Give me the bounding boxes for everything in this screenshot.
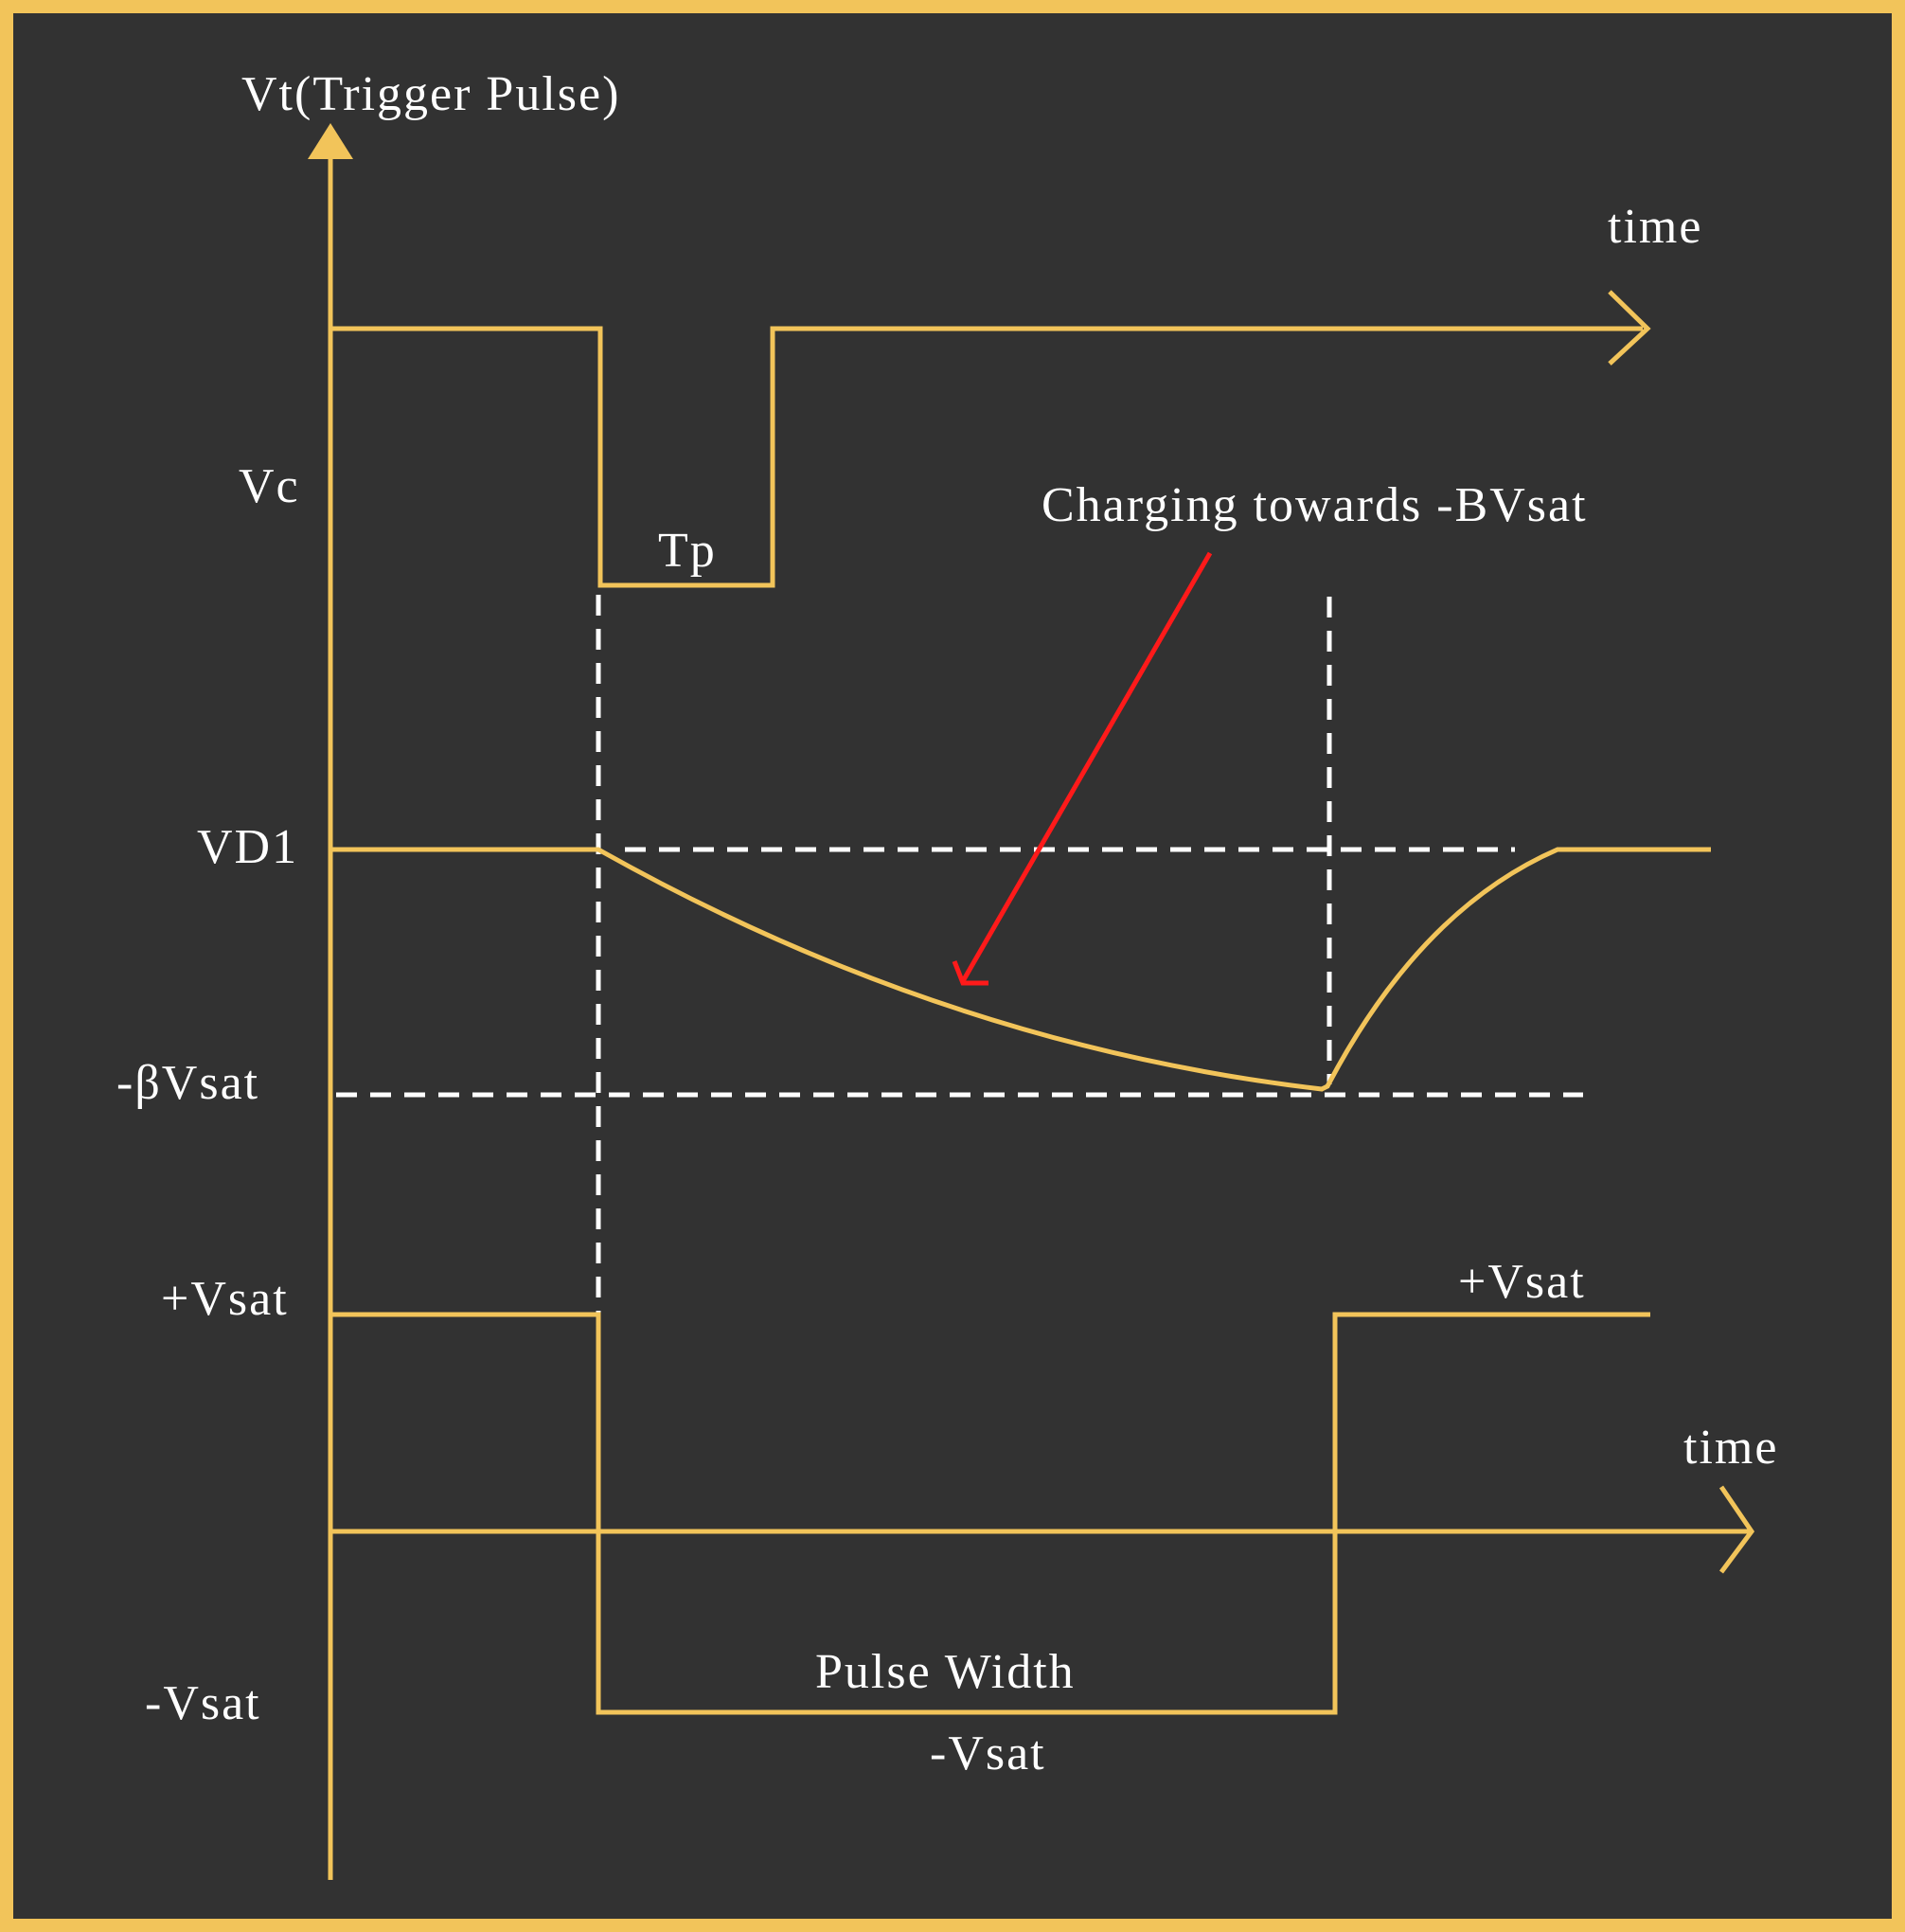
time-axis-top-arrowhead <box>1608 290 1651 366</box>
pulse-width-label: Pulse Width <box>815 1645 1076 1699</box>
time-axis-bottom-arrowhead <box>1718 1485 1755 1574</box>
charging-annotation-arrow <box>960 551 1213 983</box>
diagram-background <box>13 13 1892 1919</box>
output-voltage-waveform <box>330 1312 1650 1715</box>
minus-vsat-bottom-label: -Vsat <box>930 1726 1046 1780</box>
vertical-axis-arrowhead <box>308 123 353 159</box>
tp-label: Tp <box>658 524 717 578</box>
capacitor-voltage-waveform <box>330 847 1711 1092</box>
y-axis-title: Vt(Trigger Pulse) <box>241 67 620 121</box>
minus-vsat-left-label: -Vsat <box>145 1676 261 1730</box>
charging-annotation-arrowhead <box>952 960 988 986</box>
plus-vsat-left-label: +Vsat <box>161 1272 289 1326</box>
beta-vsat-label: -βVsat <box>116 1056 259 1110</box>
vc-label: Vc <box>239 459 300 513</box>
time-label-top: time <box>1608 200 1702 254</box>
time-label-bottom: time <box>1683 1421 1778 1475</box>
trigger-pulse-waveform <box>330 326 1643 588</box>
charging-note: Charging towards -BVsat <box>1042 478 1588 532</box>
plus-vsat-right-label: +Vsat <box>1458 1255 1586 1309</box>
vd1-label: VD1 <box>197 820 298 874</box>
